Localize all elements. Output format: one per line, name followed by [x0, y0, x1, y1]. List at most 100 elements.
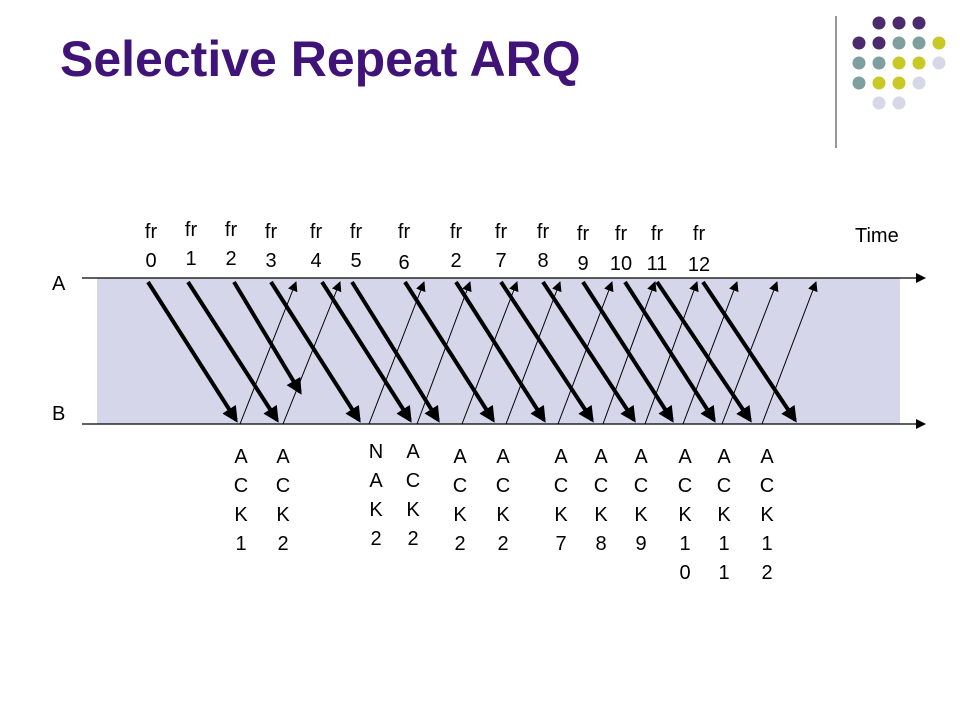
- decorative-dot: [892, 76, 906, 90]
- ack-label-char: A: [554, 446, 568, 468]
- ack-label-char: A: [369, 470, 383, 492]
- frame-label-number: 4: [310, 250, 321, 272]
- frame-label-number: 6: [398, 252, 409, 274]
- ack-labels: ACK1ACK2NAK2ACK2ACK2ACK2ACK7ACK8ACK9ACK1…: [234, 441, 775, 584]
- ack-arrow: [282, 281, 342, 425]
- frame-arrow: [541, 280, 636, 423]
- time-label: Time: [855, 225, 899, 247]
- decorative-dot: [932, 36, 946, 50]
- ack-label-char: K: [678, 504, 692, 526]
- frame-label-prefix: fr: [310, 221, 323, 243]
- ack-arrow: [557, 281, 614, 425]
- ack-label-char: C: [406, 470, 420, 492]
- frame-label-number: 2: [450, 250, 461, 272]
- ack-label-char: K: [760, 504, 774, 526]
- frame-arrow: [403, 280, 495, 423]
- ack-label-char: A: [406, 441, 420, 463]
- ack-arrow: [416, 281, 472, 425]
- ack-label-char: 1: [718, 533, 729, 555]
- frame-label-prefix: fr: [577, 223, 590, 245]
- frame-label-number: 0: [145, 250, 156, 272]
- frame-label-prefix: fr: [225, 219, 238, 241]
- decorative-dot: [872, 56, 886, 70]
- ack-label-char: A: [717, 446, 731, 468]
- decorative-dot: [932, 56, 946, 70]
- ack-arrow: [239, 281, 298, 425]
- station-a-label: A: [52, 273, 66, 295]
- frame-label-number: 5: [350, 250, 361, 272]
- frame-label-number: 8: [537, 250, 548, 272]
- ack-arrow: [761, 281, 818, 425]
- ack-arrow: [505, 281, 562, 425]
- frame-label-number: 10: [610, 253, 632, 275]
- frame-arrow: [499, 280, 594, 423]
- ack-label-char: K: [276, 504, 290, 526]
- ack-label-char: K: [496, 504, 510, 526]
- ack-label-char: C: [276, 475, 290, 497]
- decorative-dot: [892, 36, 906, 50]
- decorative-dot: [912, 56, 926, 70]
- decorative-dot: [872, 96, 886, 110]
- ack-label-char: A: [453, 446, 467, 468]
- frame-label-number: 7: [495, 250, 506, 272]
- ack-label-char: 9: [635, 533, 646, 555]
- ack-label-char: 1: [235, 533, 246, 555]
- frame-labels: fr0fr1fr2fr3fr4fr5fr6fr2fr7fr8fr9fr10fr1…: [145, 219, 710, 276]
- frame-arrow: [623, 280, 716, 423]
- ack-label-char: 2: [497, 533, 508, 555]
- decorative-dot: [892, 16, 906, 30]
- decorative-dot-grid: [852, 16, 946, 110]
- decorative-dot: [872, 36, 886, 50]
- decorative-dot: [912, 76, 926, 90]
- ack-label-char: K: [453, 504, 467, 526]
- ack-label-char: 1: [679, 533, 690, 555]
- frame-label-prefix: fr: [350, 221, 363, 243]
- frame-label-prefix: fr: [185, 219, 198, 241]
- frame-arrow: [655, 280, 752, 423]
- frame-label-number: 9: [577, 253, 588, 275]
- ack-arrow: [602, 281, 657, 425]
- frame-label-prefix: fr: [145, 221, 158, 243]
- ack-label-char: N: [369, 441, 383, 463]
- ack-label-char: K: [594, 504, 608, 526]
- ack-label-char: K: [234, 504, 248, 526]
- ack-label-char: K: [406, 499, 420, 521]
- frame-label-number: 3: [265, 250, 276, 272]
- ack-label-char: K: [634, 504, 648, 526]
- ack-label-char: 8: [595, 533, 606, 555]
- ack-label-char: 2: [370, 528, 381, 550]
- ack-label-char: 2: [761, 562, 772, 584]
- ack-label-char: 0: [679, 562, 690, 584]
- frame-arrow: [701, 280, 797, 423]
- decorative-dot: [872, 76, 886, 90]
- frame-arrow: [581, 280, 674, 423]
- frame-label-number: 11: [647, 253, 668, 275]
- frame-label-prefix: fr: [651, 223, 664, 245]
- slide-title: Selective Repeat ARQ: [60, 31, 581, 87]
- ack-label-char: C: [760, 475, 774, 497]
- ack-arrow: [682, 281, 739, 425]
- decorative-dot: [892, 56, 906, 70]
- decorative-dot: [892, 96, 906, 110]
- frame-label-prefix: fr: [495, 221, 508, 243]
- decorative-dot: [852, 56, 866, 70]
- frame-arrow: [269, 280, 361, 423]
- ack-arrow: [644, 281, 699, 425]
- frame-arrow: [146, 280, 238, 423]
- frame-label-prefix: fr: [615, 223, 628, 245]
- ack-label-char: A: [760, 446, 774, 468]
- ack-label-char: A: [634, 446, 648, 468]
- ack-label-char: 2: [407, 528, 418, 550]
- decorative-dot: [852, 36, 866, 50]
- ack-label-char: C: [554, 475, 568, 497]
- frame-arrow: [454, 280, 546, 423]
- ack-label-char: C: [496, 475, 510, 497]
- frame-arrows: [146, 280, 797, 423]
- ack-label-char: C: [634, 475, 648, 497]
- station-b-label: B: [52, 403, 65, 425]
- ack-label-char: K: [369, 499, 383, 521]
- frame-label-number: 2: [225, 248, 236, 270]
- ack-label-char: 7: [555, 533, 566, 555]
- ack-label-char: C: [453, 475, 467, 497]
